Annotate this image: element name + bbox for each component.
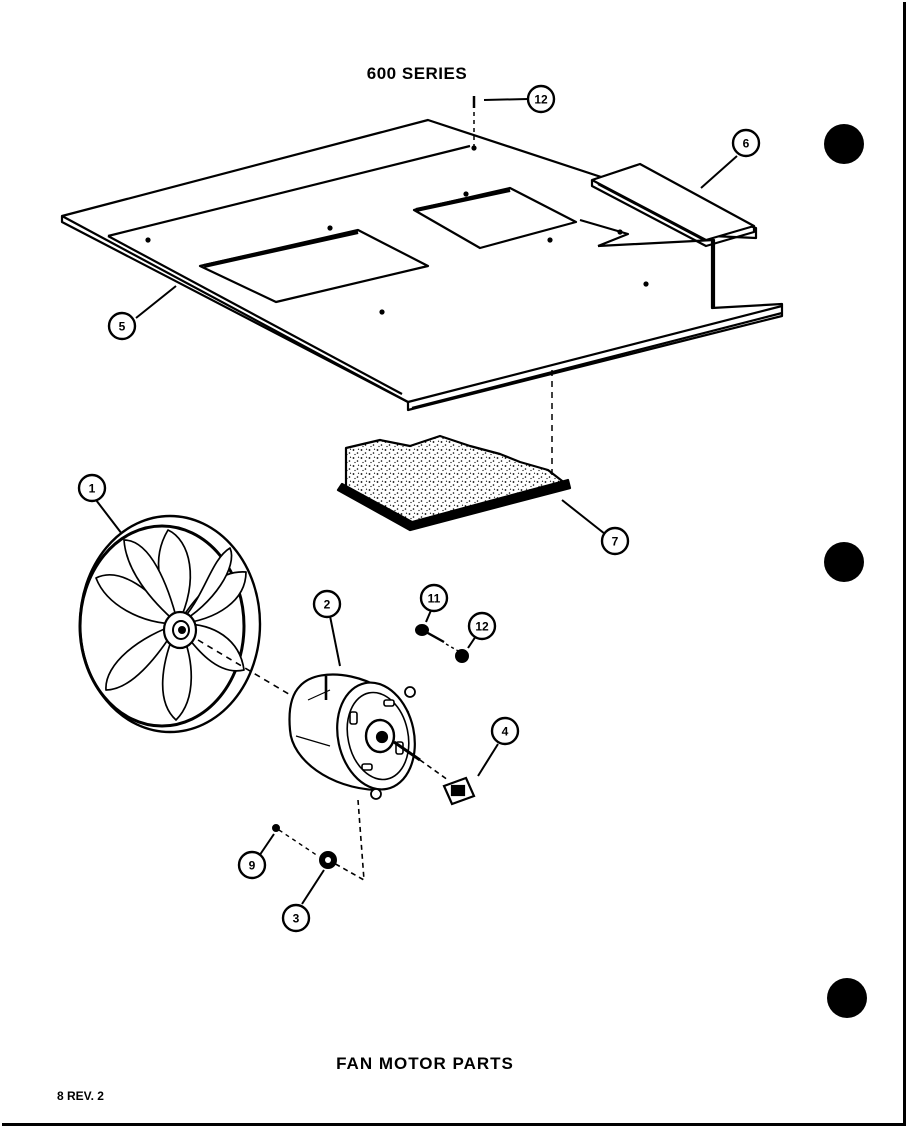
callout-4: 4 <box>490 716 520 746</box>
svg-text:11: 11 <box>428 592 441 606</box>
callout-2: 2 <box>312 589 342 619</box>
fan-motor <box>288 673 421 800</box>
diagram-title: FAN MOTOR PARTS <box>336 1054 514 1073</box>
leader-lines <box>95 98 738 905</box>
screw-and-nut <box>415 624 469 663</box>
callout-9: 9 <box>237 850 267 880</box>
callout-6: 6 <box>731 128 761 158</box>
binder-hole-top <box>824 124 864 164</box>
svg-text:2: 2 <box>324 598 331 612</box>
svg-text:3: 3 <box>293 912 300 926</box>
fan-blade <box>78 514 262 734</box>
callout-5: 5 <box>107 311 137 341</box>
svg-text:7: 7 <box>612 535 619 549</box>
svg-text:12: 12 <box>534 93 548 107</box>
callout-12: 12 <box>467 611 497 641</box>
callout-7: 7 <box>600 526 630 556</box>
base-panel-holes <box>145 145 649 315</box>
callout-3: 3 <box>281 903 311 933</box>
page-reference: 8 REV. 2 <box>57 1089 104 1103</box>
binder-hole-bottom <box>827 978 867 1018</box>
mounting-hardware <box>272 824 337 869</box>
svg-text:12: 12 <box>475 620 489 634</box>
filter-pad <box>336 434 572 532</box>
callout-1: 1 <box>77 473 107 503</box>
binder-hole-middle <box>824 542 864 582</box>
svg-text:6: 6 <box>743 137 750 151</box>
filter-bracket <box>590 162 756 248</box>
svg-text:4: 4 <box>502 725 509 739</box>
svg-text:9: 9 <box>249 859 256 873</box>
callout-10: 11 <box>419 583 449 613</box>
svg-text:1: 1 <box>89 482 96 496</box>
callout-11: 12 <box>526 84 556 114</box>
motor-shaft-line <box>419 759 449 781</box>
series-title: 600 SERIES <box>366 64 468 83</box>
shaft-line <box>197 639 293 697</box>
motor-clip <box>442 776 476 806</box>
svg-text:5: 5 <box>119 320 126 334</box>
